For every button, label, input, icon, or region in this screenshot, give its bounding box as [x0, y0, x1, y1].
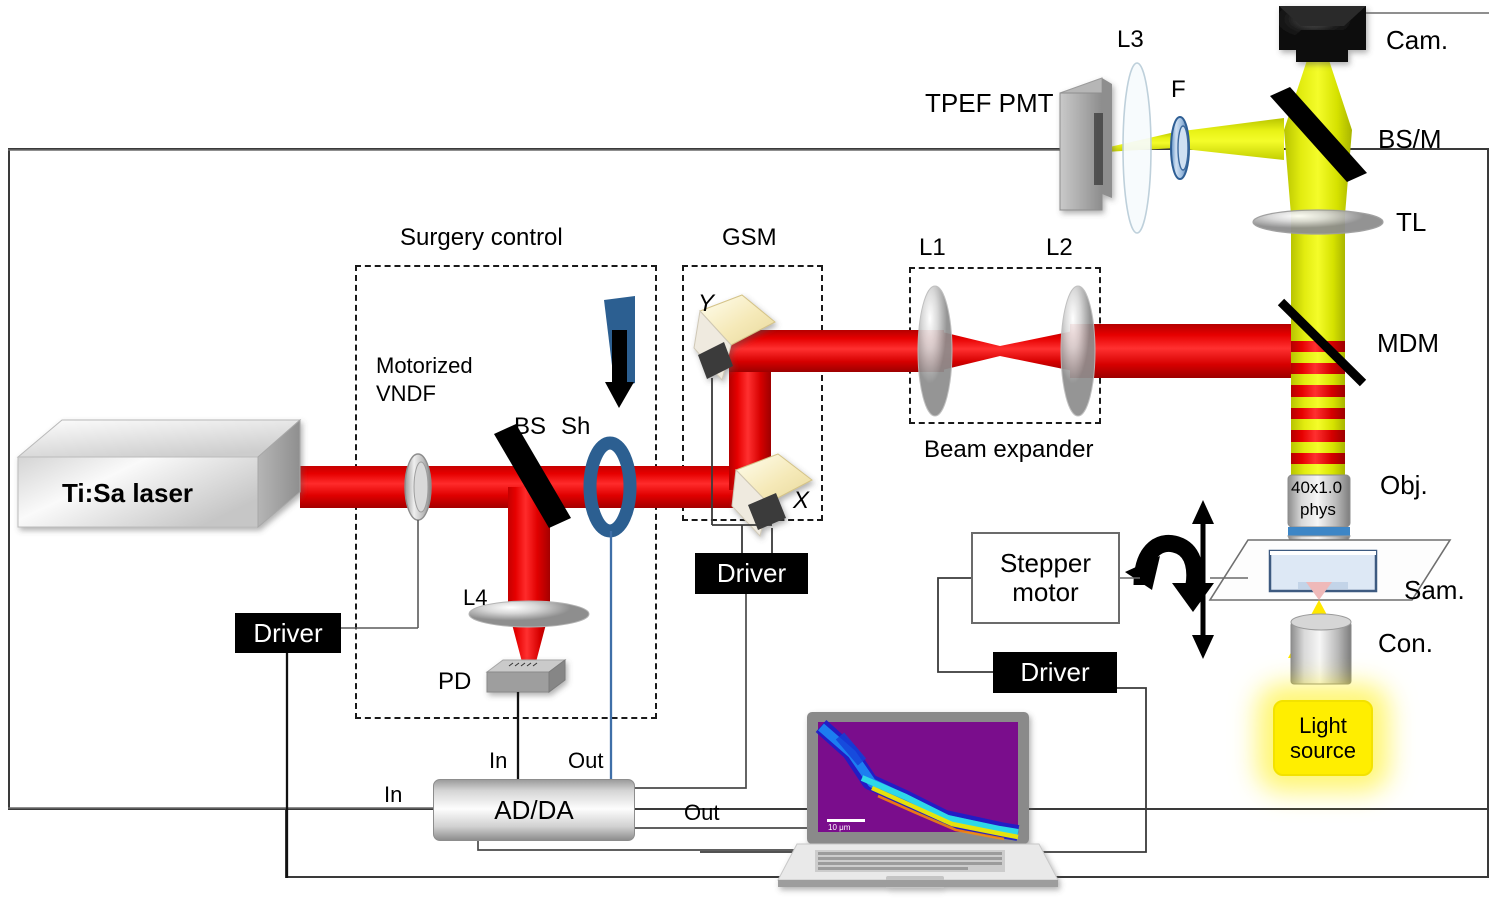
- camera-body: [1279, 6, 1366, 62]
- label-bs: BS: [514, 413, 547, 440]
- label-io-adda-out: Out: [684, 800, 720, 825]
- adda-converter: AD/DA: [433, 779, 635, 841]
- label-objective-spec-line1: 40x1.0: [1291, 478, 1343, 497]
- label-con: Con.: [1378, 628, 1433, 658]
- label-objective-spec-line2: phys: [1300, 500, 1336, 519]
- label-tl: TL: [1396, 207, 1427, 237]
- label-gsm-x: X: [793, 487, 810, 514]
- light-source-label-line2: source: [1289, 738, 1357, 763]
- label-pd: PD: [438, 668, 472, 695]
- driver-vndf[interactable]: Driver: [235, 613, 341, 653]
- label-io-adda-in: In: [384, 782, 403, 807]
- label-sam: Sam.: [1404, 575, 1465, 605]
- driver-gsm[interactable]: Driver: [695, 553, 808, 594]
- label-l4: L4: [463, 585, 488, 610]
- label-l3: L3: [1117, 26, 1144, 53]
- label-l1: L1: [919, 234, 946, 261]
- label-laptop-scalebar: 10 μm: [828, 823, 851, 832]
- adda-label: AD/DA: [494, 794, 574, 825]
- beam-expander-group: [909, 267, 1101, 424]
- label-motorized-vndf-line1: Motorized: [376, 353, 473, 378]
- label-filter-f: F: [1171, 76, 1186, 103]
- beam-emission-to-cam: [1284, 48, 1352, 130]
- label-sh: Sh: [561, 413, 591, 440]
- driver-stepper-label: Driver: [1020, 657, 1090, 687]
- light-source-box: Light source: [1273, 700, 1373, 776]
- stepper-motor-label-line1: Stepper: [999, 547, 1092, 578]
- light-source-label-line1: Light: [1299, 712, 1347, 738]
- stepper-motor-box: Stepper motor: [971, 532, 1120, 624]
- label-motorized-vndf-line2: VNDF: [376, 381, 436, 406]
- driver-gsm-label: Driver: [716, 558, 787, 588]
- stepper-motor-label-line2: motor: [1012, 577, 1079, 607]
- label-bsm: BS/M: [1378, 124, 1442, 154]
- label-gsm-y: Y: [698, 290, 715, 317]
- label-surgery-control: Surgery control: [400, 224, 563, 251]
- label-tpef-pmt: TPEF PMT: [925, 88, 1054, 118]
- label-obj: Obj.: [1380, 470, 1428, 500]
- label-mdm: MDM: [1377, 328, 1440, 358]
- label-beam-expander: Beam expander: [924, 436, 1094, 463]
- driver-vndf-label: Driver: [253, 617, 323, 648]
- label-io-shutter-out: Out: [568, 748, 604, 773]
- label-cam: Cam.: [1386, 25, 1449, 55]
- label-l2: L2: [1046, 234, 1073, 261]
- label-gsm: GSM: [722, 224, 777, 251]
- label-tisa-laser: Ti:Sa laser: [62, 478, 194, 508]
- label-io-pd-in: In: [489, 748, 508, 773]
- beam-bs-to-pd: [508, 487, 550, 609]
- driver-stepper[interactable]: Driver: [993, 652, 1117, 693]
